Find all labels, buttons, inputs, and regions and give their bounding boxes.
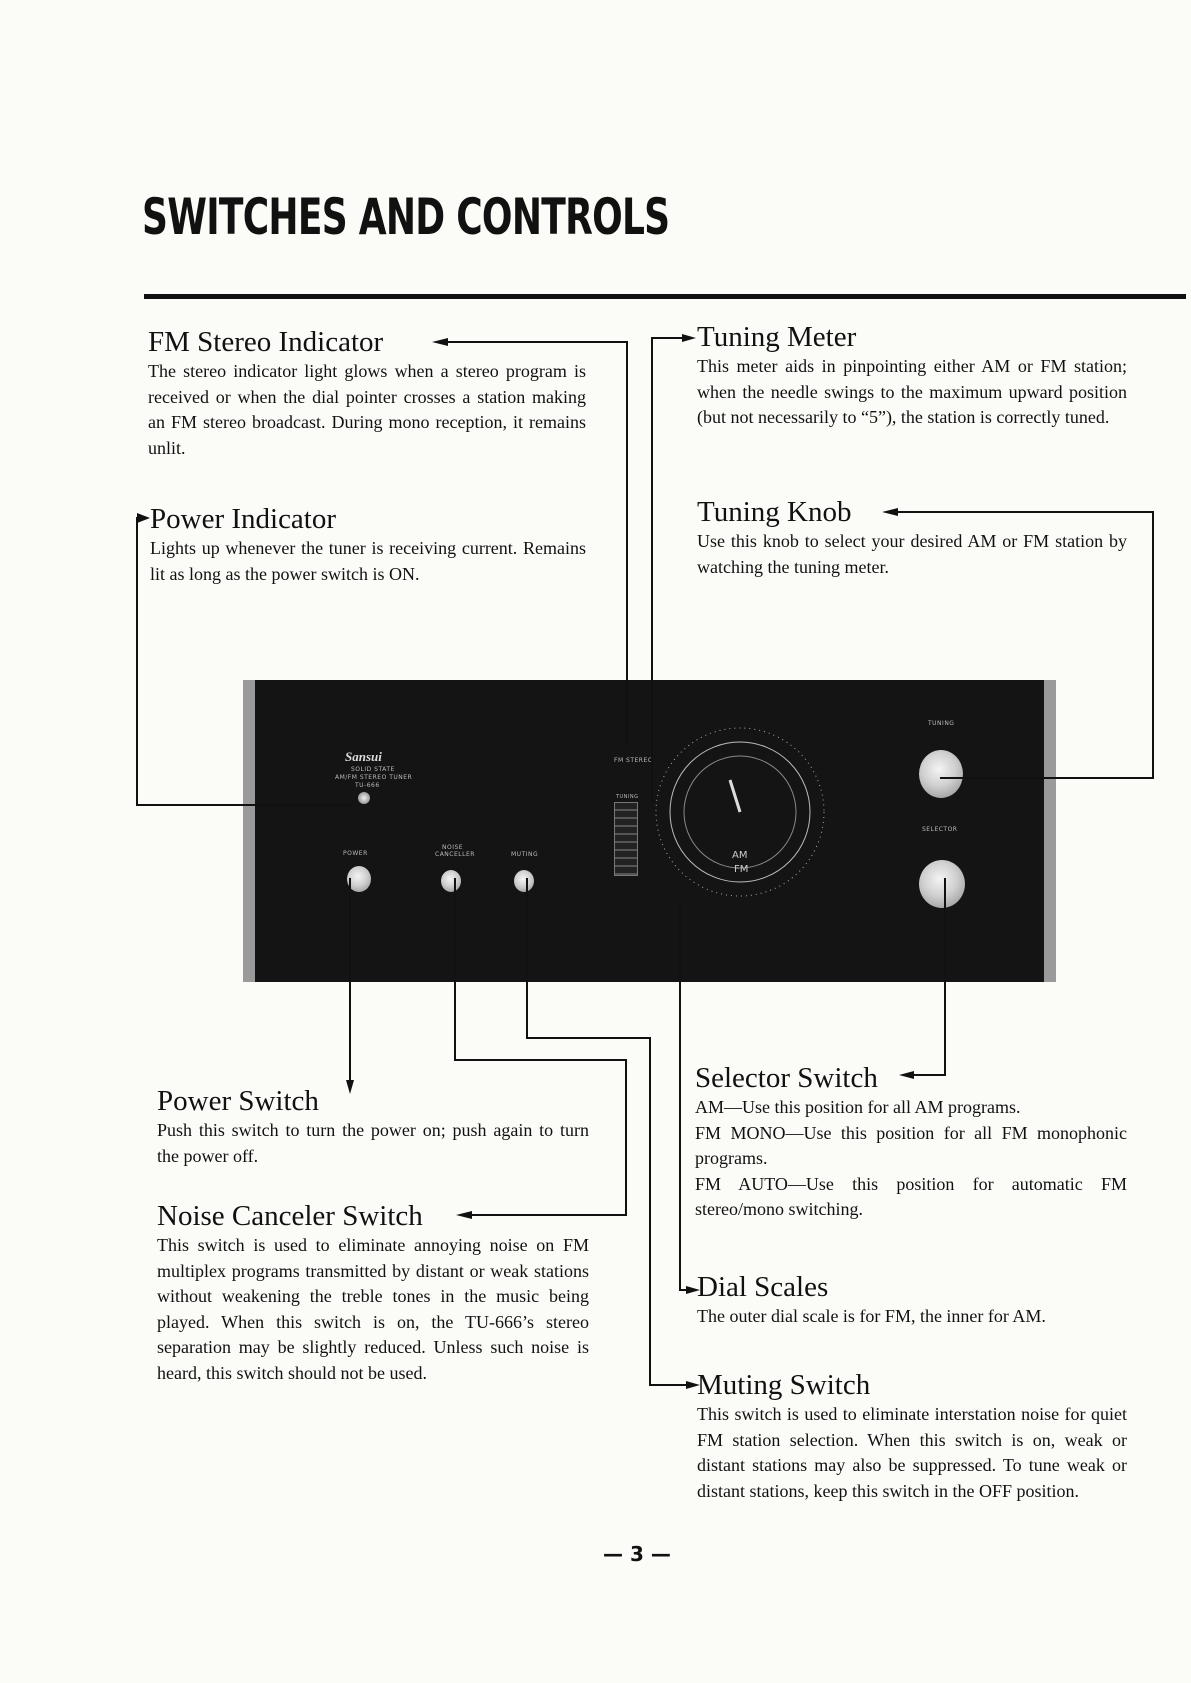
tuner-front-panel: Sansui SOLID STATE AM/FM STEREO TUNER TU… xyxy=(243,680,1056,982)
brand-subtitle: SOLID STATE xyxy=(351,766,395,773)
title-rule xyxy=(144,294,1186,299)
meter-tuning-label: TUNING xyxy=(616,794,639,800)
fm-stereo-indicator-text: The stereo indicator light glows when a … xyxy=(148,361,586,458)
power-indicator-heading: Power Indicator xyxy=(150,503,337,535)
tuning-knob[interactable] xyxy=(919,750,963,798)
page-number: — 3 — xyxy=(603,1542,671,1566)
brand-tuner-type: AM/FM STEREO TUNER xyxy=(335,774,413,781)
dial-scales-text: The outer dial scale is for FM, the inne… xyxy=(697,1306,1046,1326)
muting-switch-section: Muting Switch This switch is used to eli… xyxy=(697,1368,1127,1504)
selector-switch-section: Selector Switch AM—Use this position for… xyxy=(695,1061,1127,1223)
tuning-meter xyxy=(614,802,638,876)
selector-switch-line-am: AM—Use this position for all AM programs… xyxy=(695,1097,1021,1117)
tuning-knob-text: Use this knob to select your desired AM … xyxy=(697,531,1127,577)
muting-label: MUTING xyxy=(511,851,539,858)
noise-label-line2: CANCELLER xyxy=(435,851,475,858)
dial-scales-section: Dial Scales The outer dial scale is for … xyxy=(697,1270,1127,1330)
tuning-label: TUNING xyxy=(928,720,955,727)
selector-label: SELECTOR xyxy=(922,826,958,833)
arrowhead-power-indicator xyxy=(137,513,150,523)
arrowhead-dial-scales xyxy=(686,1286,700,1294)
dial-fm-label: FM xyxy=(734,864,748,875)
selector-switch-line-fm-auto: FM AUTO—Use this position for automatic … xyxy=(695,1173,1127,1220)
power-indicator-text: Lights up whenever the tuner is receivin… xyxy=(150,538,586,584)
dial-scales-heading: Dial Scales xyxy=(697,1271,829,1303)
leader-fm-stereo xyxy=(446,341,628,745)
fm-stereo-indicator-section: FM Stereo Indicator The stereo indicator… xyxy=(148,325,586,461)
model-label: TU-666 xyxy=(355,782,380,789)
fm-stereo-indicator-heading: FM Stereo Indicator xyxy=(148,326,384,358)
dial-needle xyxy=(728,779,742,813)
noise-canceler-text: This switch is used to eliminate annoyin… xyxy=(157,1235,589,1383)
tuning-meter-text: This meter aids in pinpointing either AM… xyxy=(697,356,1127,427)
page-title: SWITCHES AND CONTROLS xyxy=(142,188,670,246)
leader-muting-switch xyxy=(526,878,688,1386)
muting-switch-text: This switch is used to eliminate interst… xyxy=(697,1404,1127,1501)
tuning-knob-heading: Tuning Knob xyxy=(697,496,852,528)
noise-label-line1: NOISE xyxy=(442,844,464,851)
noise-canceler-section: Noise Canceler Switch This switch is use… xyxy=(157,1199,589,1386)
power-switch-text: Push this switch to turn the power on; p… xyxy=(157,1120,589,1166)
leader-noise-canceler xyxy=(454,878,627,1216)
arrowhead-tuning-knob xyxy=(882,508,898,516)
leader-dial-scales xyxy=(679,900,690,1291)
power-indicator-lamp xyxy=(358,792,370,804)
leader-power-indicator xyxy=(136,517,352,806)
leader-selector-switch xyxy=(912,878,946,1076)
muting-switch-knob[interactable] xyxy=(514,870,534,892)
leader-tuning-meter xyxy=(651,337,684,803)
dial-scale: AM FM xyxy=(655,727,825,897)
arrowhead-fm-stereo xyxy=(432,338,448,346)
noise-canceler-heading: Noise Canceler Switch xyxy=(157,1200,423,1232)
arrowhead-tuning-meter xyxy=(682,334,696,342)
selector-switch-knob[interactable] xyxy=(919,860,965,908)
leader-tuning-knob xyxy=(895,511,1154,779)
brand-logo: Sansui xyxy=(345,749,382,764)
dial-am-label: AM xyxy=(732,850,747,861)
tuning-meter-section: Tuning Meter This meter aids in pinpoint… xyxy=(697,320,1127,431)
power-label: POWER xyxy=(343,850,368,857)
power-switch-heading: Power Switch xyxy=(157,1085,319,1117)
arrowhead-noise-canceler xyxy=(456,1211,472,1219)
power-indicator-section: Power Indicator Lights up whenever the t… xyxy=(150,502,586,587)
tuning-knob-section: Tuning Knob Use this knob to select your… xyxy=(697,495,1127,580)
arrowhead-muting-switch xyxy=(686,1381,700,1389)
arrowhead-power-switch xyxy=(346,1080,354,1094)
arrowhead-selector-switch xyxy=(899,1071,914,1079)
power-switch-section: Power Switch Push this switch to turn th… xyxy=(157,1084,589,1169)
tuning-meter-heading: Tuning Meter xyxy=(697,321,857,353)
selector-switch-heading: Selector Switch xyxy=(695,1062,878,1094)
muting-switch-heading: Muting Switch xyxy=(697,1369,871,1401)
selector-switch-line-fm-mono: FM MONO—Use this position for all FM mon… xyxy=(695,1122,1127,1169)
fm-stereo-label: FM STEREO xyxy=(614,757,653,764)
